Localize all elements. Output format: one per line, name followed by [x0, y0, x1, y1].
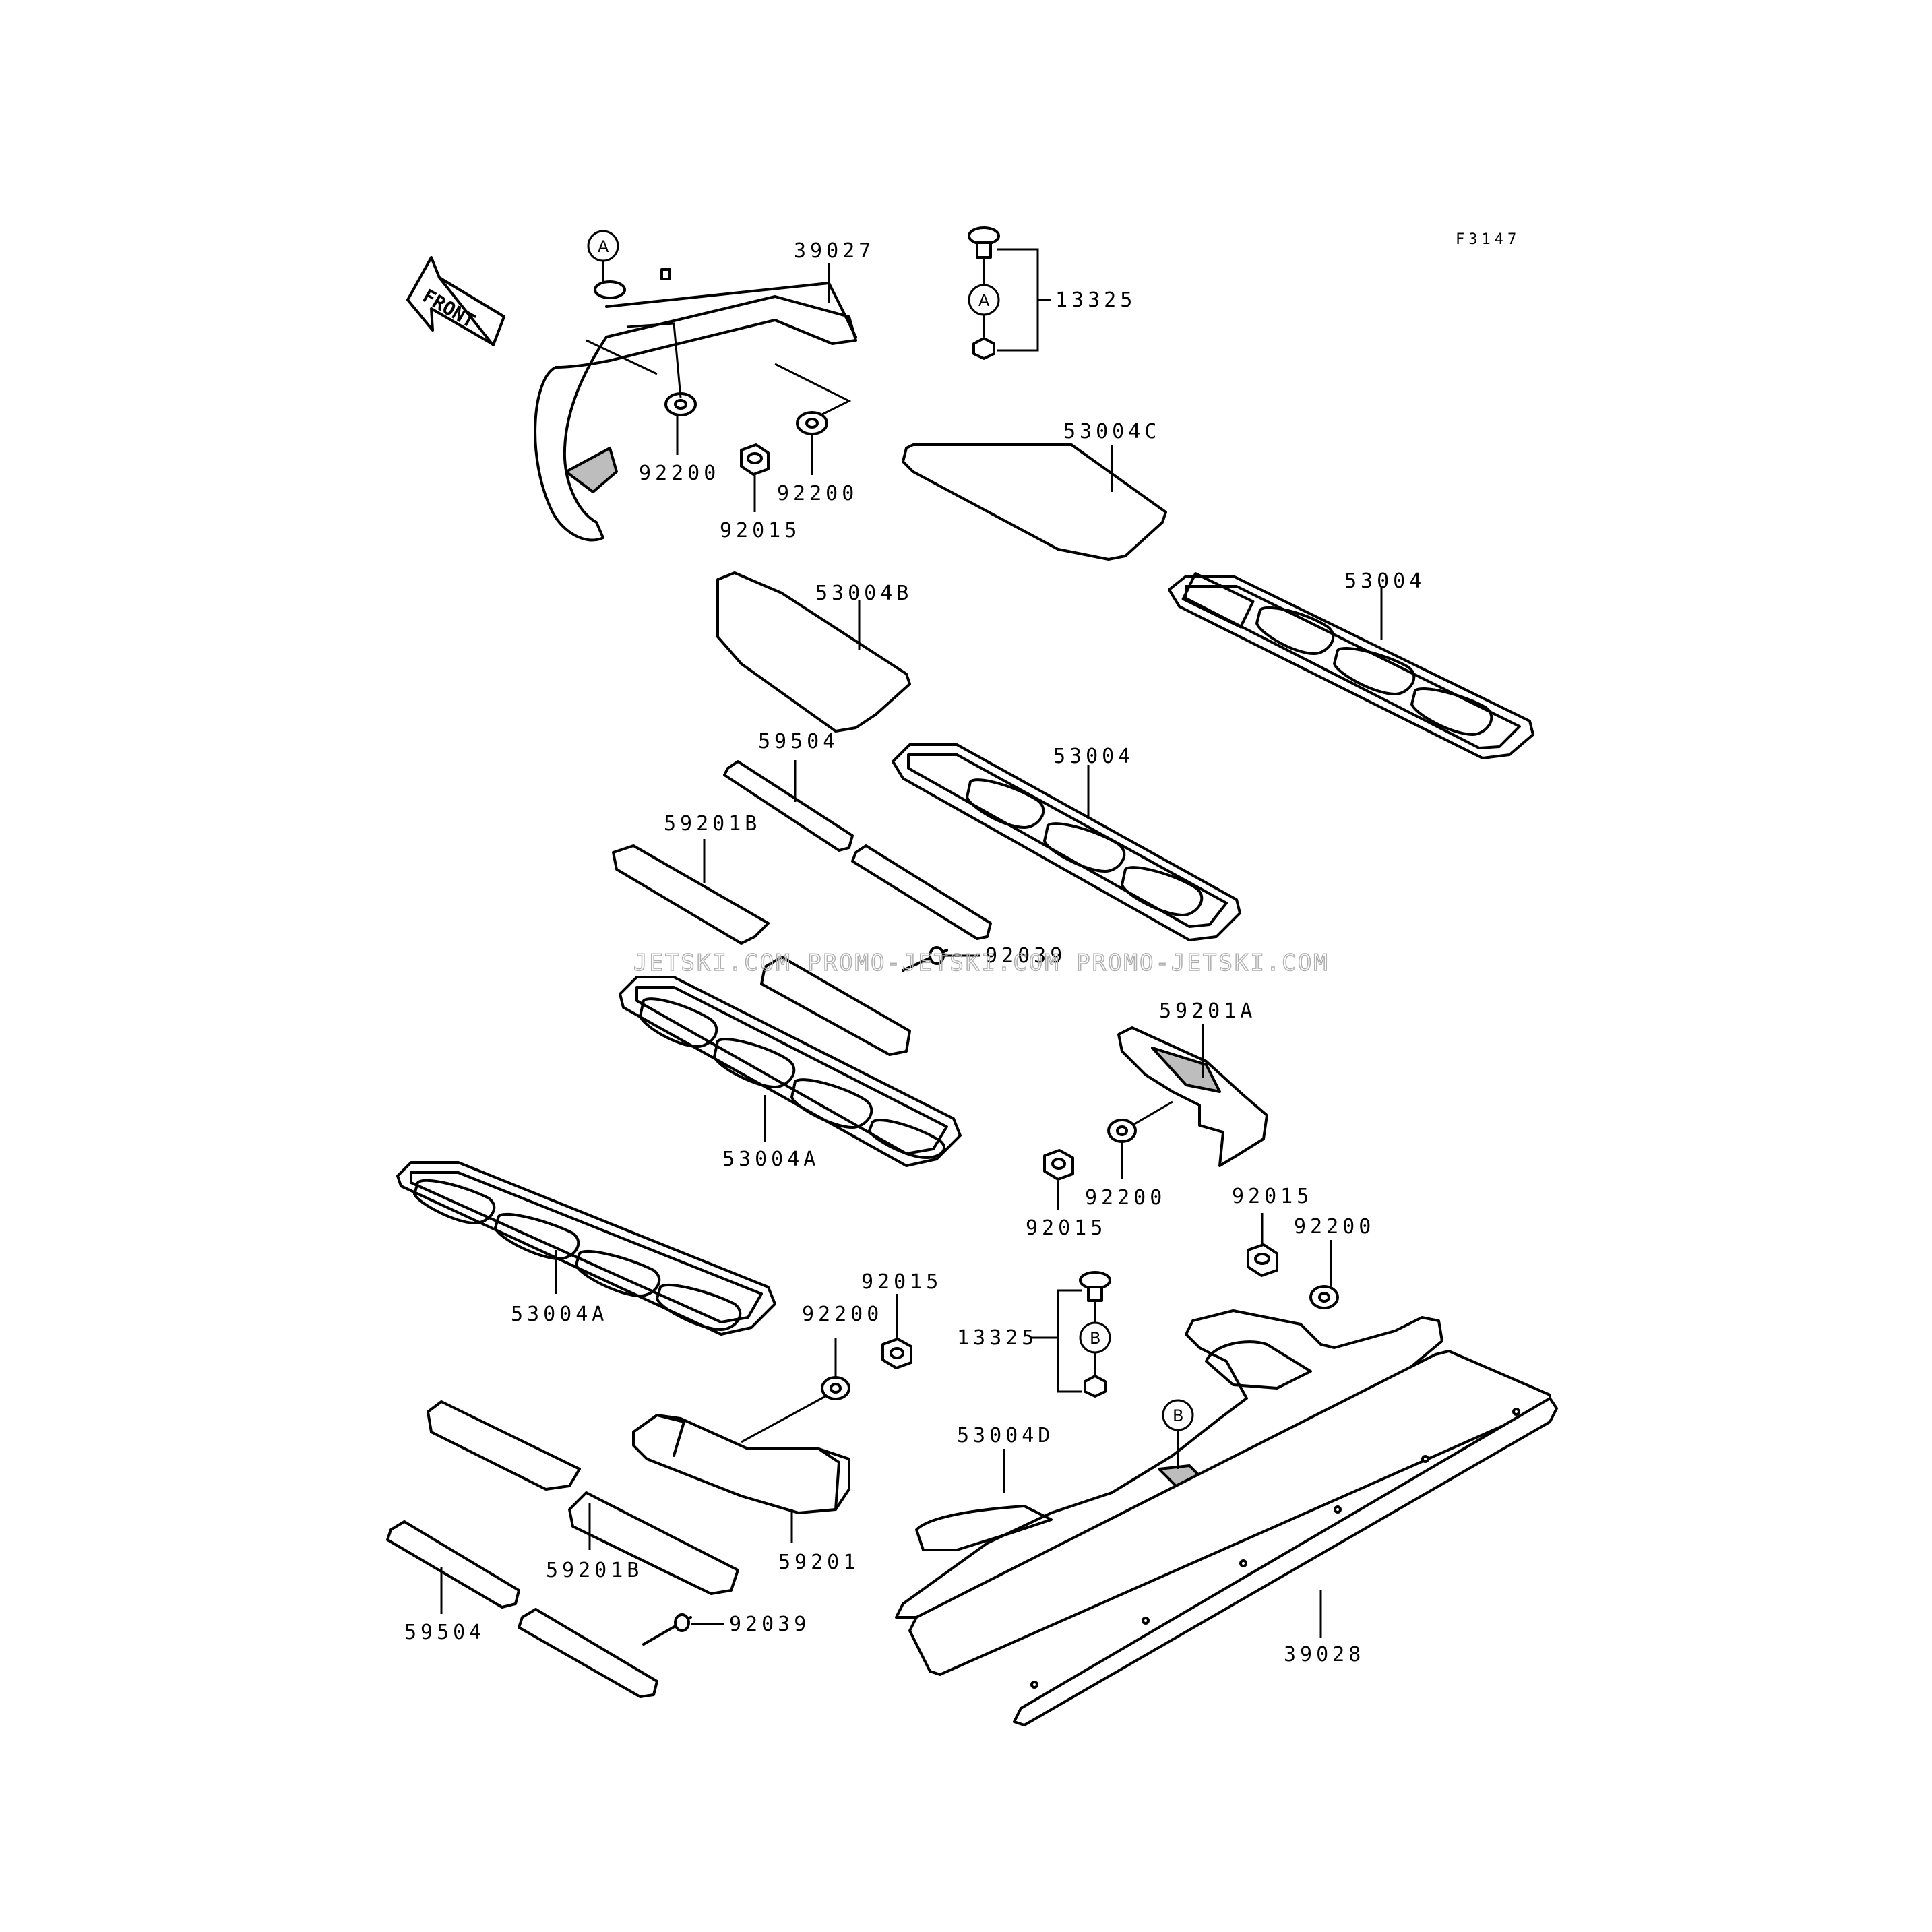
label-53004-middle: 53004 [1053, 745, 1134, 768]
label-13325-top: 13325 [1055, 288, 1136, 312]
nut-92015-d [881, 1338, 912, 1369]
trim-59201b-a [612, 844, 911, 1056]
label-92015-c: 92015 [1232, 1185, 1313, 1208]
trim-59201 [632, 1414, 850, 1514]
nut-92015-c [1247, 1243, 1278, 1277]
label-39027: 39027 [794, 239, 875, 263]
mat-53004c [902, 443, 1167, 561]
label-59201: 59201 [778, 1551, 859, 1574]
nut-92015-a [740, 443, 770, 476]
bolt-13325-lower: B [1079, 1271, 1111, 1398]
washer-92200-b [796, 411, 828, 435]
nut-92015-b [1043, 1149, 1074, 1181]
trim-59201a [1117, 1026, 1268, 1167]
label-59201b-a: 59201B [664, 812, 761, 836]
label-59201a: 59201A [1159, 999, 1256, 1023]
mat-53004d: B [895, 1309, 1443, 1619]
mat-53004b [716, 571, 911, 733]
label-92015-d: 92015 [861, 1270, 942, 1294]
label-53004-right: 53004 [1344, 569, 1425, 593]
label-53004d: 53004D [957, 1424, 1054, 1447]
label-53004a-middle: 53004A [722, 1148, 819, 1171]
label-13325-lower: 13325 [957, 1326, 1038, 1350]
label-59201b-b: 59201B [546, 1559, 643, 1582]
front-arrow-icon: FRONT [406, 256, 505, 346]
mat-53004a-left [396, 1161, 776, 1336]
rail-39028 [908, 1350, 1558, 1726]
label-92015-b: 92015 [1026, 1216, 1107, 1240]
mat-53004a-middle [619, 976, 962, 1167]
label-92200-c: 92200 [1085, 1186, 1166, 1210]
trim-59504-a [723, 760, 992, 940]
washer-92200-c [1107, 1119, 1137, 1143]
washer-92200-a [664, 392, 697, 416]
bolt-13325-top: A [968, 226, 1000, 360]
svg-text:B: B [1173, 1406, 1183, 1425]
rivet-92039-b [642, 1613, 692, 1646]
label-59504-a: 59504 [758, 730, 839, 753]
figure-code: F3147 [1456, 231, 1520, 248]
label-59504-b: 59504 [404, 1621, 485, 1644]
washer-92200-e [821, 1376, 850, 1400]
rivet-92039-a [902, 946, 948, 972]
trim-59201b-b [427, 1400, 739, 1595]
label-92015-a: 92015 [720, 519, 801, 542]
svg-text:B: B [1090, 1329, 1100, 1348]
svg-text:A: A [598, 237, 609, 256]
washer-92200-d [1309, 1285, 1339, 1309]
label-53004c: 53004C [1063, 420, 1160, 443]
ref-a-marker: A [587, 230, 619, 283]
label-53004a-left: 53004A [511, 1303, 608, 1326]
mat-53004-middle [892, 743, 1241, 941]
trim-59504-b [386, 1520, 658, 1698]
label-92200-d: 92200 [1294, 1215, 1375, 1239]
label-92200-b: 92200 [777, 482, 858, 505]
label-92200-e: 92200 [802, 1303, 883, 1326]
label-92039-b: 92039 [729, 1613, 810, 1636]
label-53004b: 53004B [815, 582, 912, 605]
watermark: JETSKI.COM PROMO-JETSKI.COM PROMO-JETSKI… [633, 949, 1330, 976]
mat-53004-right [1168, 572, 1534, 759]
label-92200-a: 92200 [639, 462, 720, 485]
svg-text:A: A [978, 291, 990, 310]
label-92039-a: 92039 [985, 944, 1066, 968]
label-39028: 39028 [1284, 1643, 1365, 1666]
